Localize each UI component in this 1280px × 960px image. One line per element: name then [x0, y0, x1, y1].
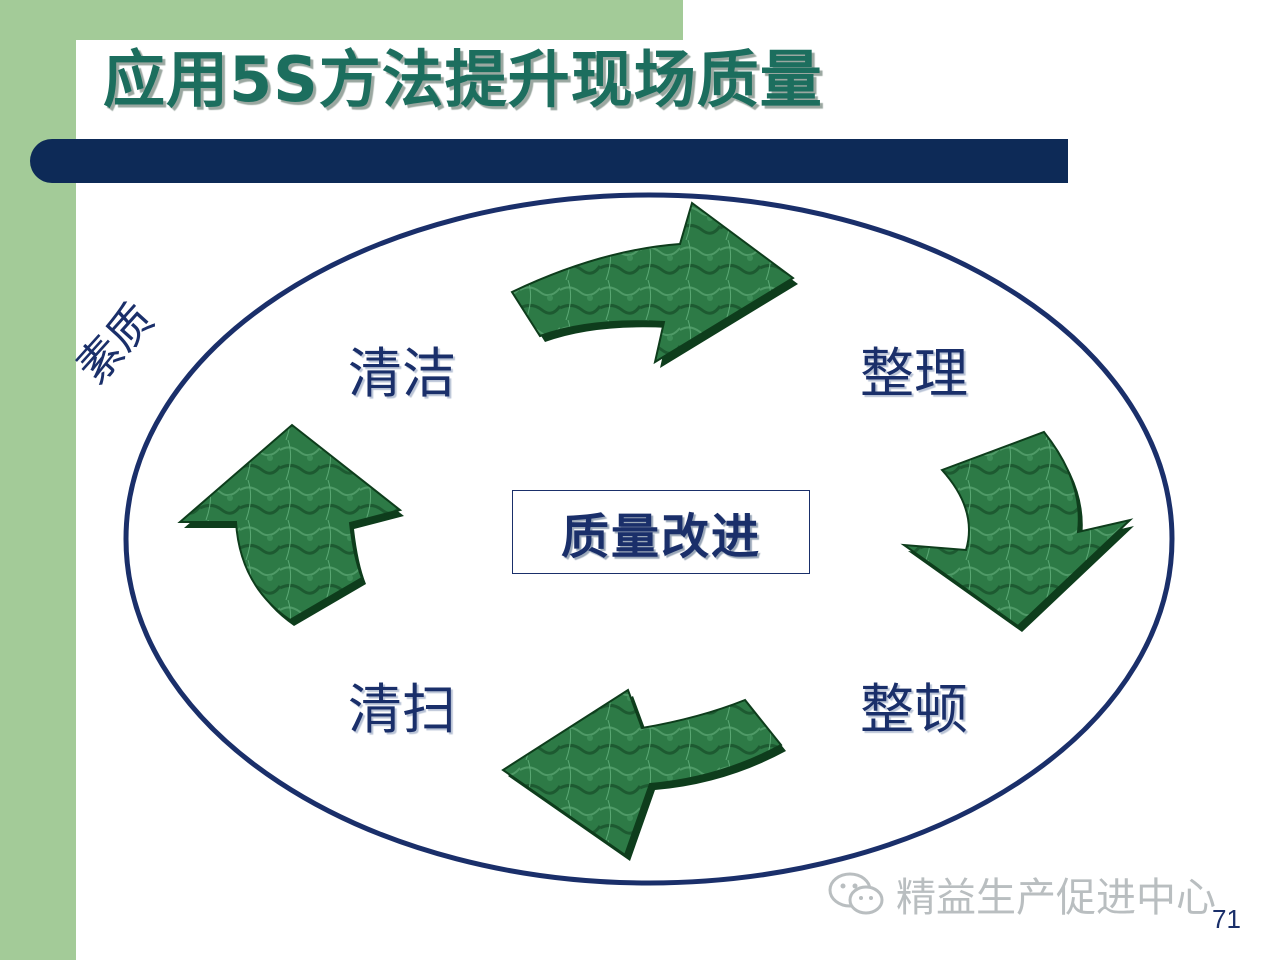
wechat-icon	[828, 872, 884, 915]
watermark-text: 精益生产促进中心	[896, 875, 1216, 921]
title-underline-bar	[30, 139, 1068, 183]
arrow-left-icon	[177, 423, 404, 626]
watermark: 精益生产促进中心	[824, 866, 1216, 922]
quality-ellipse	[123, 192, 1175, 886]
step-label-seiketsu: 清洁	[348, 342, 456, 405]
arrow-top-icon	[510, 201, 798, 368]
step-label-seiri: 整理	[860, 342, 968, 405]
page-number: 71	[1212, 904, 1241, 934]
step-label-seiso: 清扫	[348, 678, 456, 741]
arrow-bottom-icon	[501, 688, 786, 861]
arrow-right-icon	[900, 430, 1134, 632]
center-label: 质量改进	[560, 509, 761, 565]
center-box: 质量改进	[512, 490, 810, 574]
slide-title: 应用5S方法提升现场质量	[103, 43, 823, 116]
step-label-seiton: 整顿	[860, 678, 968, 741]
top-accent	[0, 0, 683, 40]
